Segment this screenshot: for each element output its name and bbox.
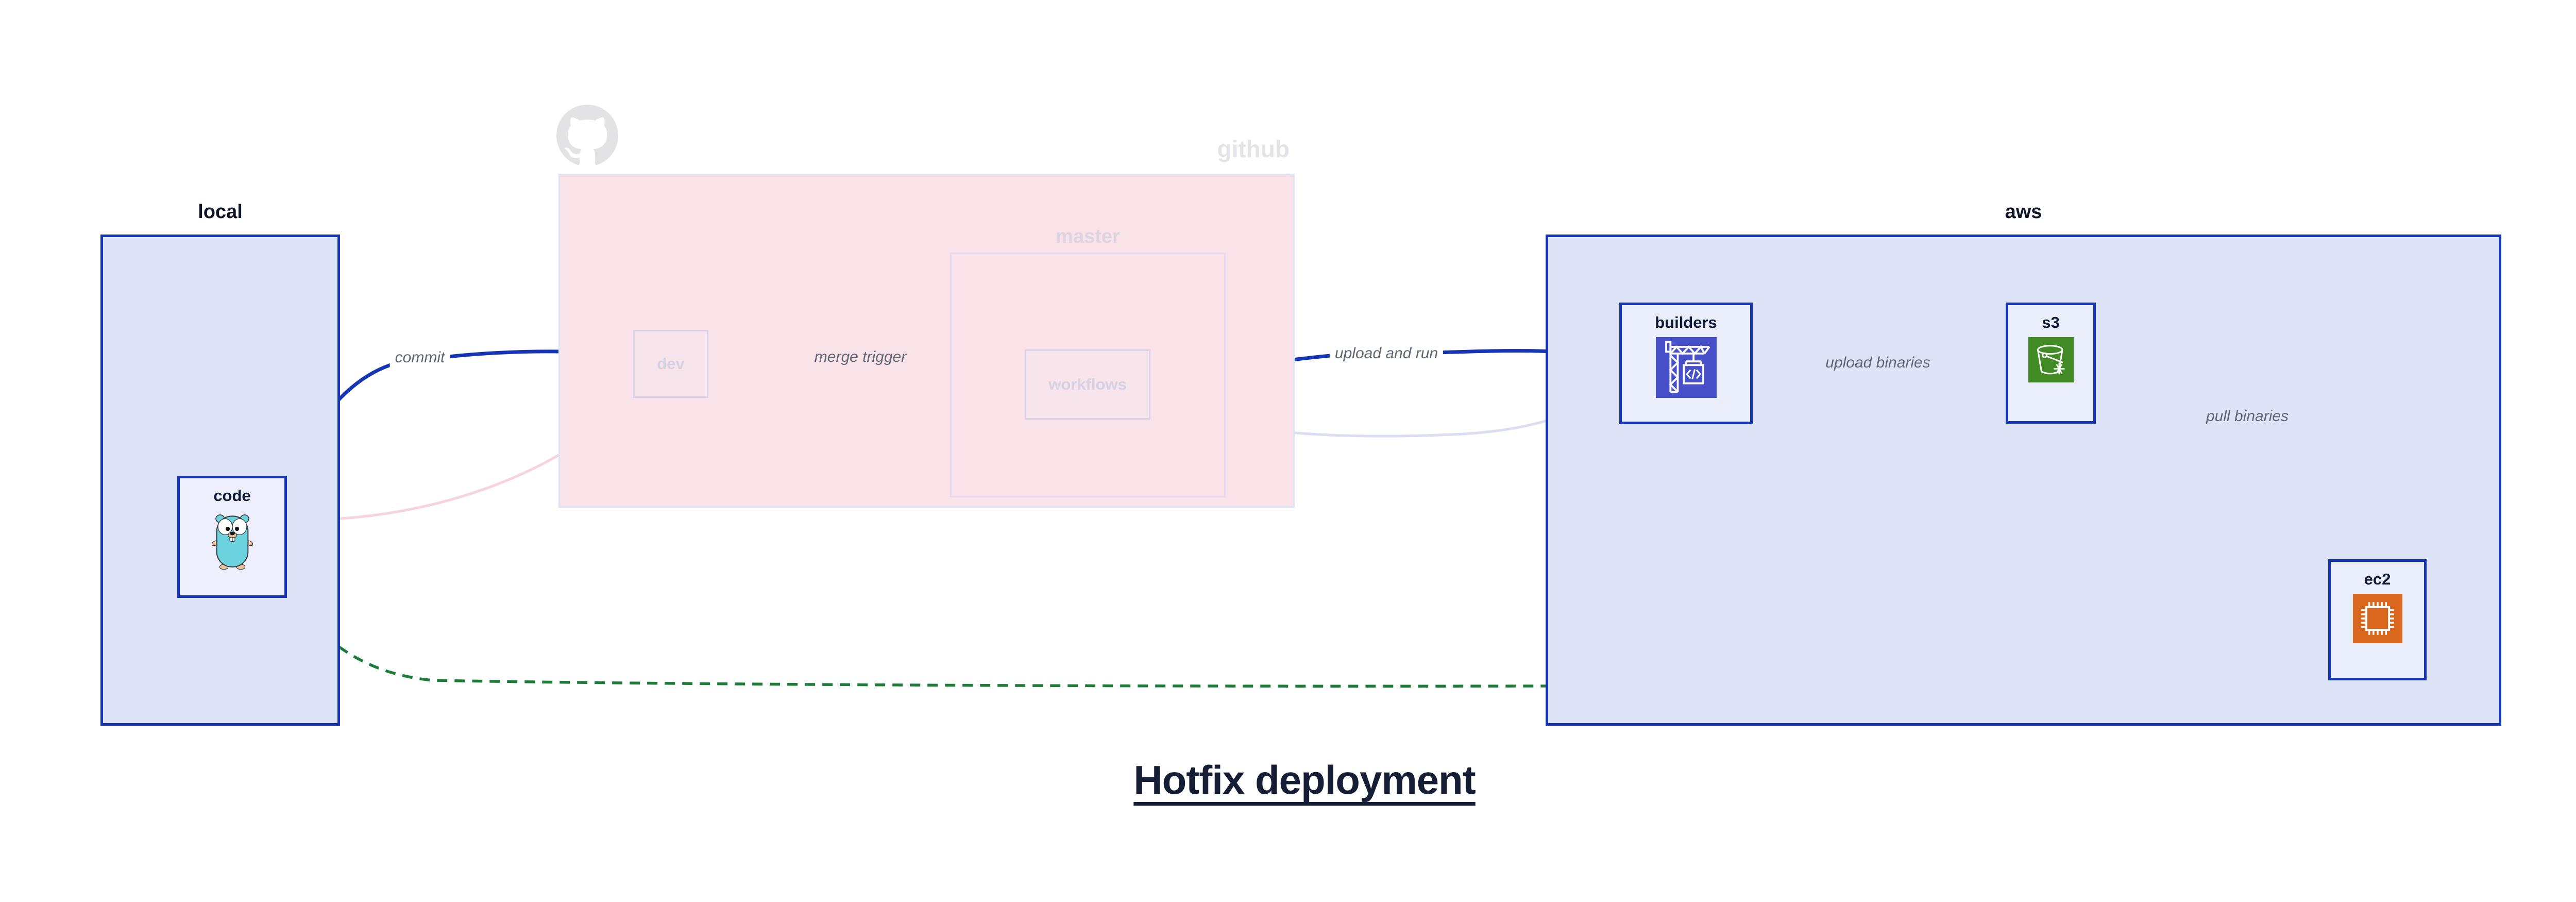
edge-label-upload-and-run: upload and run (1329, 344, 1444, 363)
codebuild-crane-icon (1655, 337, 1717, 400)
node-dev: dev (633, 330, 708, 398)
edge-label-commit: commit (389, 348, 450, 367)
node-code: code (177, 476, 287, 598)
edge-label-merge-trigger: merge trigger (809, 348, 912, 366)
edge-label-pull-binaries: pull binaries (2200, 407, 2294, 426)
edge-label-upload-binaries: upload binaries (1820, 354, 1936, 372)
node-code-label: code (213, 487, 251, 505)
group-local (100, 235, 340, 726)
group-label-github: github (1217, 136, 1290, 162)
node-workflows: workflows (1025, 349, 1150, 420)
group-label-local: local (198, 201, 243, 223)
diagram-title: Hotfix deployment (1133, 757, 1476, 803)
github-octocat-icon (556, 105, 618, 169)
group-master (950, 253, 1226, 497)
node-builders: builders (1619, 303, 1753, 424)
s3-glacier-bucket-icon (2028, 337, 2074, 385)
go-gopher-icon (211, 510, 253, 574)
group-label-aws: aws (2005, 201, 2042, 223)
node-s3: s3 (2006, 303, 2096, 424)
node-ec2-label: ec2 (2364, 570, 2391, 588)
node-dev-label: dev (657, 355, 685, 373)
node-s3-label: s3 (2042, 313, 2060, 331)
ec2-chip-icon (2352, 594, 2402, 646)
group-label-master: master (1056, 226, 1120, 247)
node-workflows-label: workflows (1048, 375, 1127, 393)
node-ec2: ec2 (2328, 559, 2427, 680)
node-builders-label: builders (1655, 313, 1717, 331)
